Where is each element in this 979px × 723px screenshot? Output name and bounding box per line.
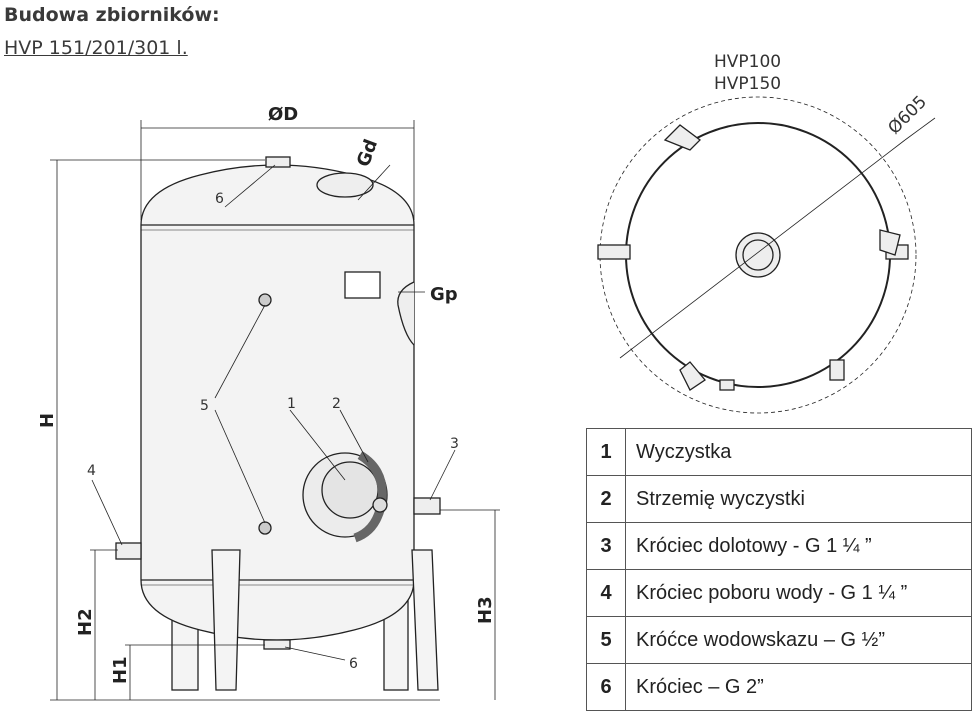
inlet-nozzle [413,497,441,515]
callout: 1 [287,396,296,412]
callout: 6 [215,191,224,207]
callout: 3 [450,436,459,452]
dim-H1: H1 [110,656,131,684]
callout: 4 [87,463,96,479]
callout: 5 [200,398,209,414]
top-view-diameter: Ø605 [884,92,931,139]
outlet-nozzle [115,542,142,560]
item-number: 6 [586,663,626,711]
item-number: 4 [586,569,626,617]
item-number: 2 [586,475,626,523]
callout: 2 [332,396,341,412]
tank-body [140,164,415,641]
leg [411,549,439,691]
item-number: 1 [586,428,626,476]
dim-H2: H2 [75,608,96,636]
top-view-label: HVP150 [714,74,781,94]
top-view [597,96,936,414]
heading: Budowa zbiorników: [4,4,220,26]
top-view-label: HVP100 [714,52,781,72]
subheading-link[interactable]: HVP 151/201/301 l. [4,37,188,59]
item-description: Wyczystka [625,428,972,476]
dim-D: ØD [268,104,298,125]
item-description: Strzemię wyczystki [625,475,972,523]
dim-H3: H3 [475,596,496,624]
dim-Gd: Gd [353,137,382,170]
item-description: Króćce wodowskazu – G ½” [625,616,972,664]
item-description: Króciec dolotowy - G 1 ¼ ” [625,522,972,570]
item-number: 3 [586,522,626,570]
leg [211,549,241,691]
dim-H: H [37,413,58,428]
top-nozzle [265,156,291,168]
callout: 6 [349,656,358,672]
item-description: Króciec poboru wody - G 1 ¼ ” [625,569,972,617]
item-number: 5 [586,616,626,664]
bottom-nozzle [263,639,291,650]
dim-Gp: Gp [430,284,458,305]
item-description: Króciec – G 2” [625,663,972,711]
